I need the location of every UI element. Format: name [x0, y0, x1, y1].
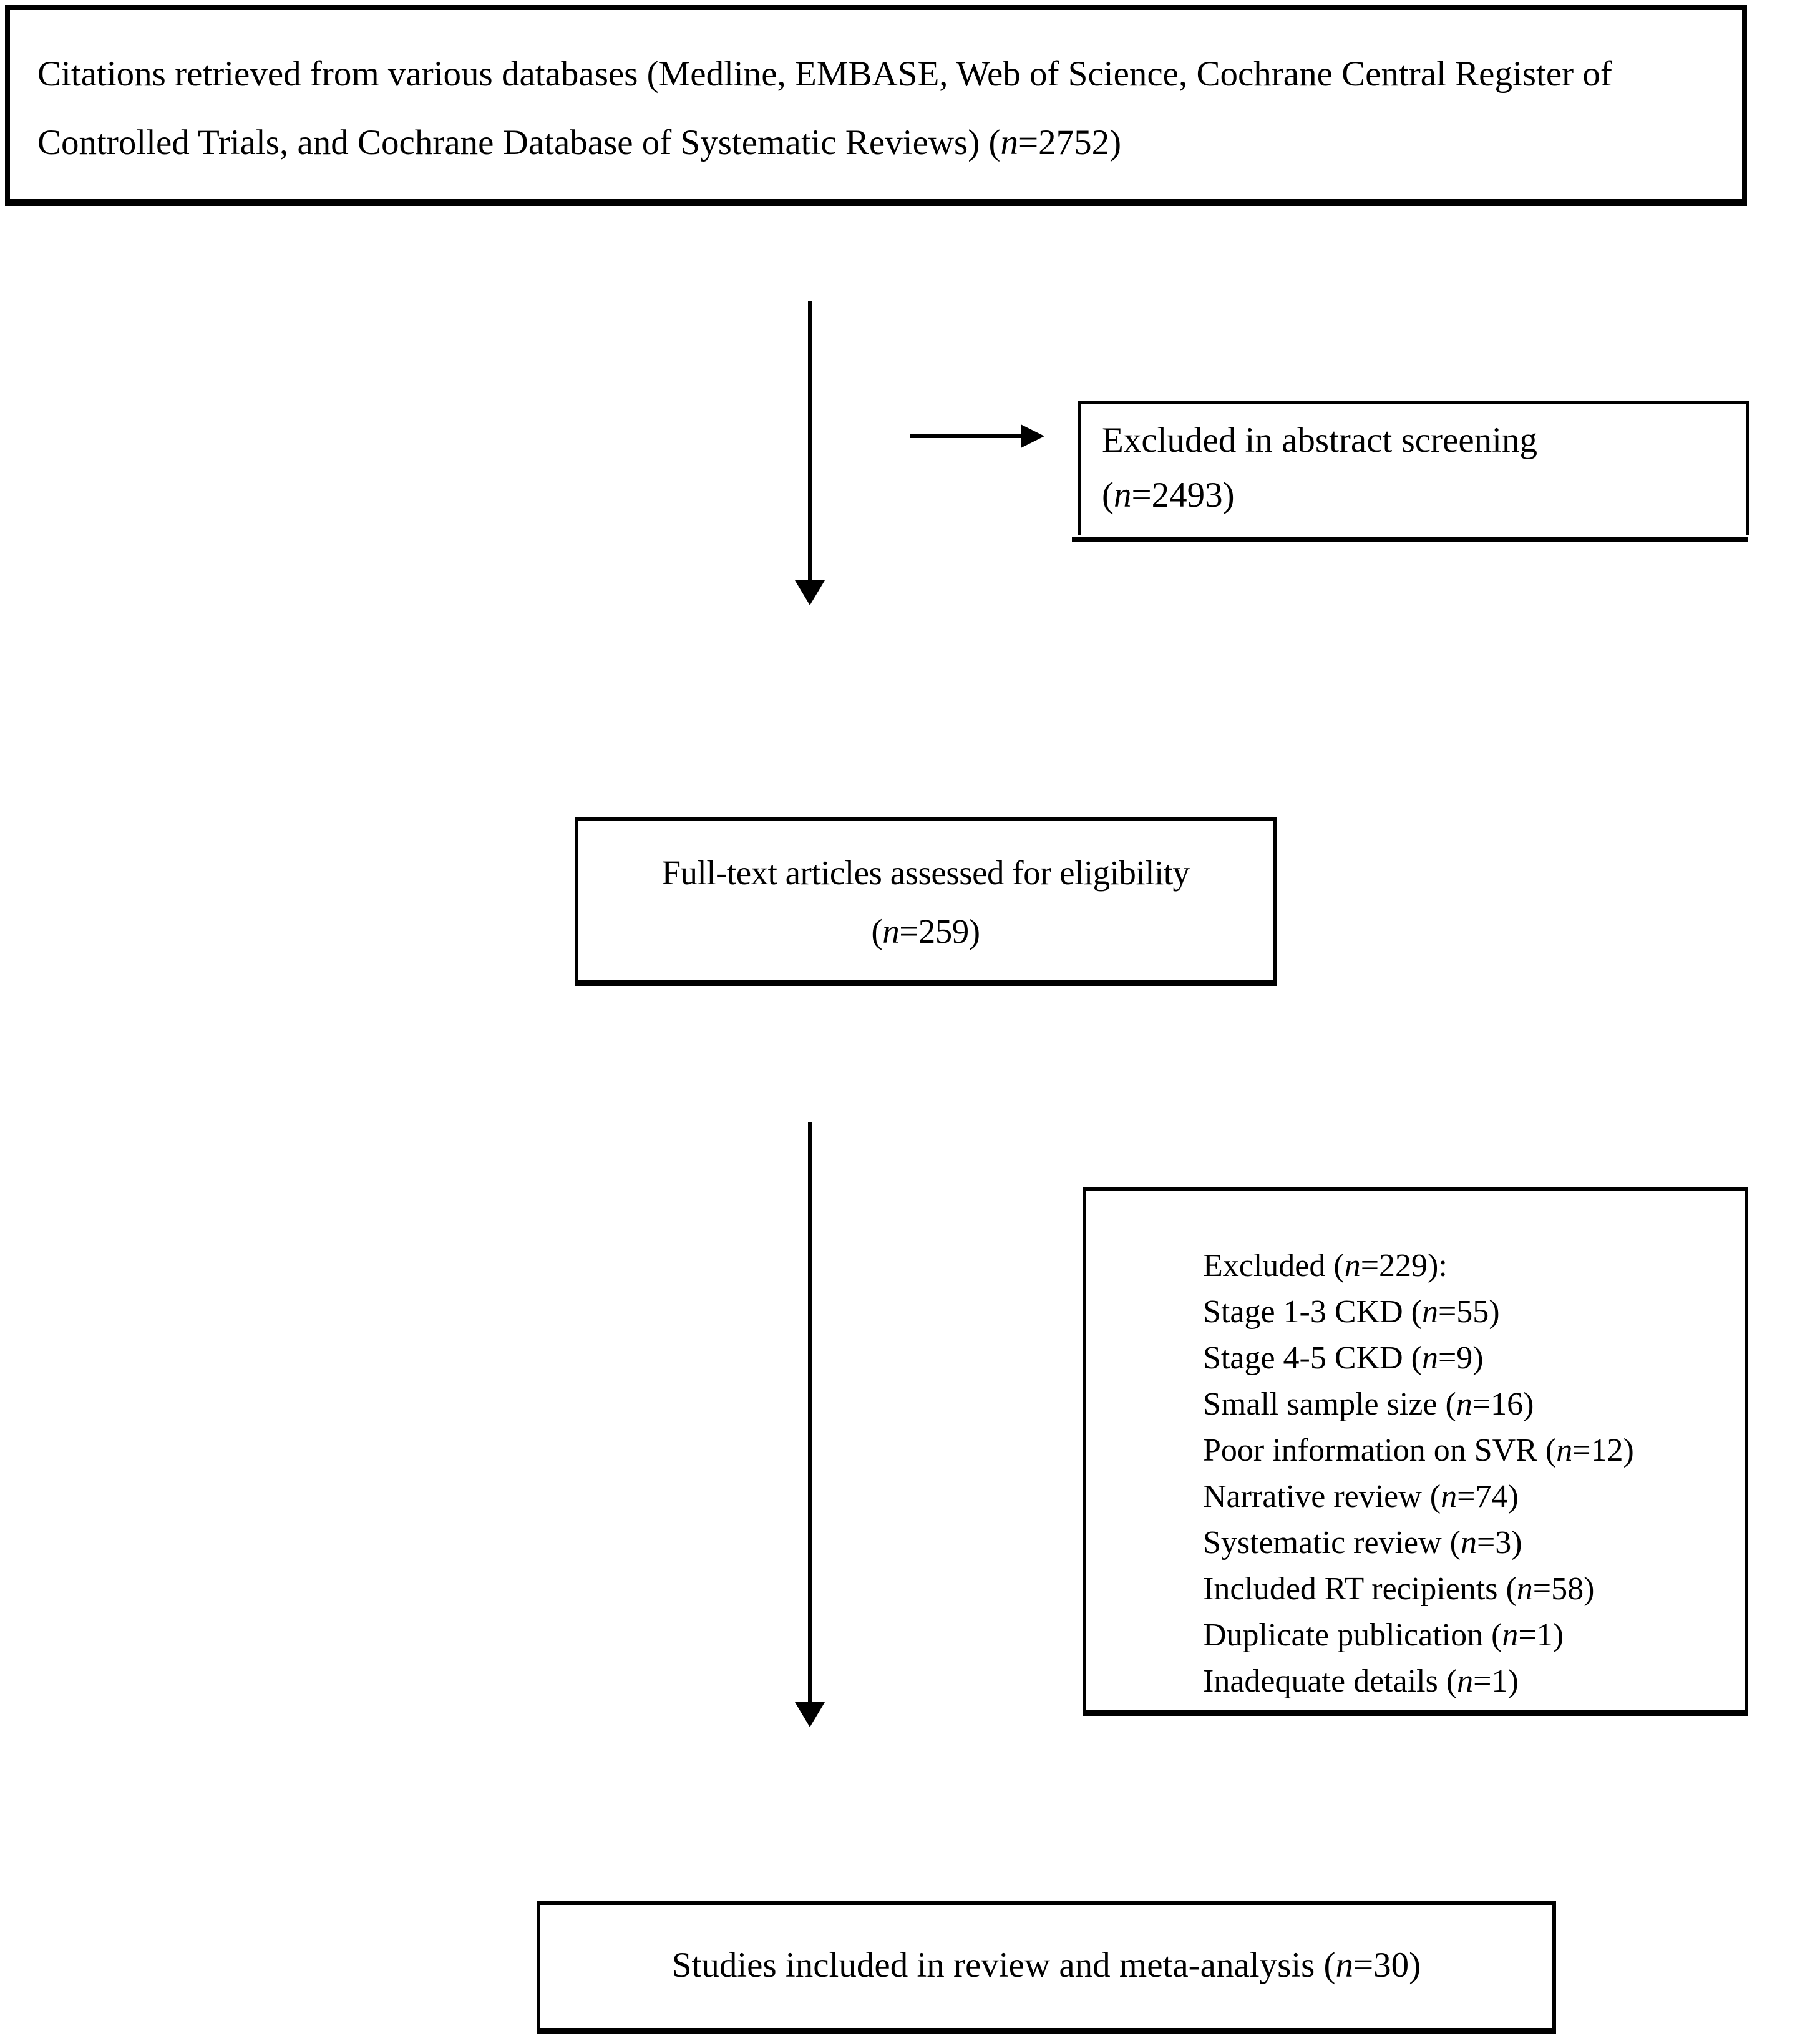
excluded-reason-item: Poor information on SVR (n=12) [1203, 1433, 1634, 1468]
excluded-reason-item: Narrative review (n=74) [1203, 1479, 1519, 1514]
flow-box-excluded-fulltext: Excluded (n=229): Stage 1-3 CKD (n=55) S… [1083, 1187, 1748, 1716]
excluded-reason-item: Stage 4-5 CKD (n=9) [1203, 1340, 1484, 1376]
flow-box-excluded-abstract-screening: Excluded in abstract screening (n=2493) [1072, 401, 1749, 542]
down-arrow-screening-head-icon [795, 580, 825, 605]
excluded-reason-item: Duplicate publication (n=1) [1203, 1617, 1564, 1653]
fulltext-assessed-label: Full-text articles assessed for eligibil… [661, 854, 1190, 892]
excluded-abstract-label: Excluded in abstract screening [1102, 421, 1537, 460]
down-arrow-eligibility-shaft [808, 1122, 812, 1703]
flow-box-citations-retrieved: Citations retrieved from various databas… [5, 5, 1747, 206]
excluded-reason-item: Stage 1-3 CKD (n=55) [1203, 1294, 1500, 1330]
flow-box-fulltext-assessed: Full-text articles assessed for eligibil… [575, 817, 1277, 986]
right-arrow-excluded-head-icon [1021, 424, 1044, 448]
excluded-reason-item: Small sample size (n=16) [1203, 1386, 1534, 1422]
excluded-reason-item: Inadequate details (n=1) [1203, 1663, 1519, 1699]
down-arrow-screening-shaft [808, 301, 812, 582]
excluded-reason-item: Included RT recipients (n=58) [1203, 1571, 1595, 1607]
flow-box-studies-included: Studies included in review and meta-anal… [537, 1901, 1556, 2034]
right-arrow-excluded-shaft [910, 434, 1024, 438]
down-arrow-eligibility-head-icon [795, 1702, 825, 1727]
excluded-fulltext-header: Excluded (n=229): [1203, 1248, 1448, 1284]
excluded-reason-item: Systematic review (n=3) [1203, 1525, 1522, 1561]
fulltext-assessed-count: (n=259) [871, 912, 980, 950]
excluded-abstract-count: (n=2493) [1102, 475, 1235, 515]
citations-text: Citations retrieved from various databas… [37, 54, 1612, 162]
studies-included-text: Studies included in review and meta-anal… [671, 1946, 1421, 1985]
